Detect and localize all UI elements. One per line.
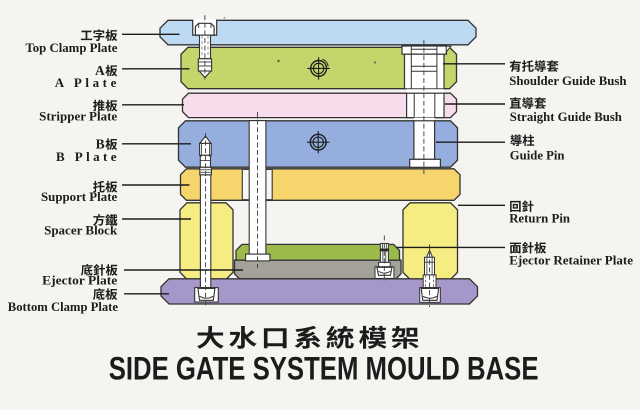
svg-text:Ejector Retainer Plate: Ejector Retainer Plate: [509, 253, 633, 268]
svg-text:SIDE GATE SYSTEM MOULD BASE: SIDE GATE SYSTEM MOULD BASE: [109, 350, 539, 386]
svg-text:Top Clamp Plate: Top Clamp Plate: [25, 40, 117, 55]
svg-text:A: A: [95, 63, 105, 78]
svg-text:Straight Guide Bush: Straight Guide Bush: [510, 109, 623, 124]
svg-text:Stripper Plate: Stripper Plate: [39, 109, 117, 124]
svg-text:Return Pin: Return Pin: [509, 210, 571, 225]
svg-text:Shoulder Guide Bush: Shoulder Guide Bush: [509, 73, 627, 88]
svg-text:Bottom Clamp Plate: Bottom Clamp Plate: [8, 299, 118, 314]
svg-text:Spacer Block: Spacer Block: [44, 223, 118, 238]
svg-text:Ejector Plate: Ejector Plate: [42, 272, 117, 287]
svg-text:B: B: [96, 137, 105, 152]
svg-text:Support Plate: Support Plate: [41, 189, 117, 204]
svg-text:Guide Pin: Guide Pin: [510, 148, 565, 163]
